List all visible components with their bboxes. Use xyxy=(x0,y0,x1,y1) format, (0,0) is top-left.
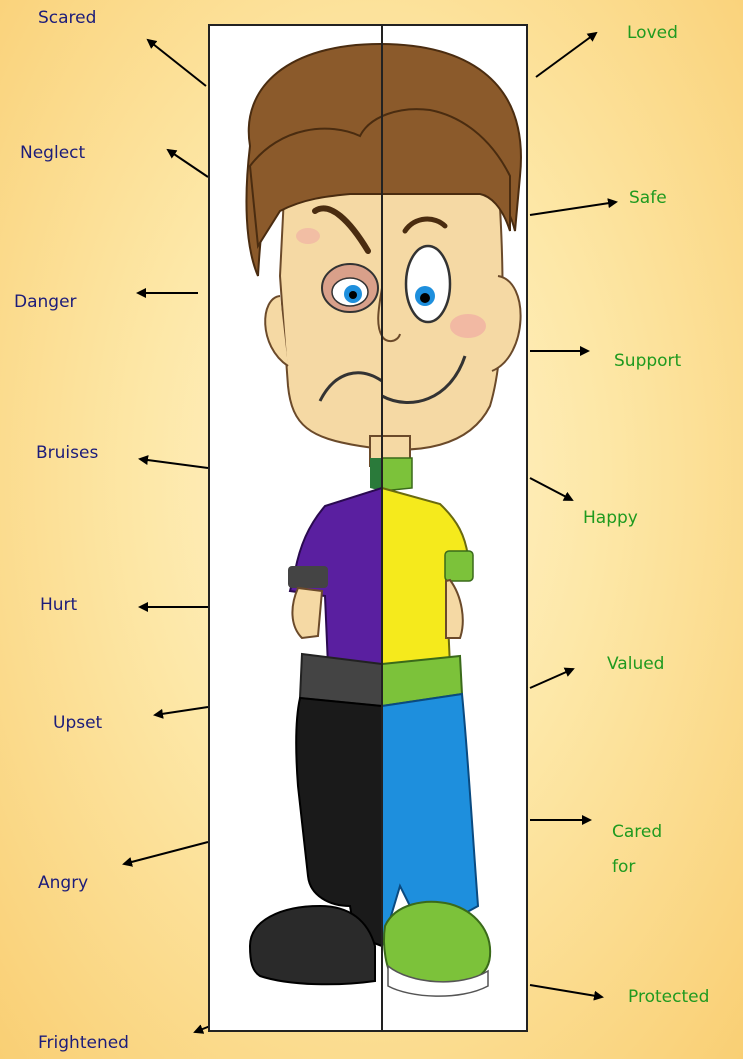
arrow-angry xyxy=(124,842,208,864)
arrow-scared xyxy=(148,40,206,86)
left-sleeve-cuff xyxy=(288,566,328,588)
arrow-happy xyxy=(530,478,572,500)
black-shoe xyxy=(250,906,375,984)
arrow-valued xyxy=(530,669,573,688)
happy-eye xyxy=(406,246,450,322)
right-arm xyxy=(446,580,463,638)
arrow-upset xyxy=(155,707,208,715)
arrow-protected xyxy=(530,985,602,997)
boy-illustration xyxy=(208,24,528,1032)
head xyxy=(280,176,503,450)
right-sleeve-cuff xyxy=(445,551,473,581)
left-arm xyxy=(292,588,322,638)
yellow-shirt-half xyxy=(382,488,468,676)
arrow-bruises xyxy=(140,459,208,468)
arrow-safe xyxy=(530,202,616,215)
collar-left xyxy=(370,458,382,491)
collar-right xyxy=(382,458,412,491)
arrow-loved xyxy=(536,33,596,77)
arrow-neglect xyxy=(168,150,208,177)
